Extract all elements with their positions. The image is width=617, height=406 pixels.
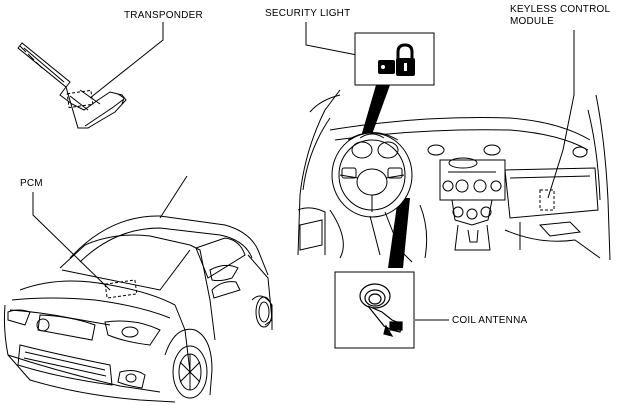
security-light-icon (378, 43, 415, 76)
keyless-control-label-line1: KEYLESS CONTROL (510, 4, 610, 15)
coil-antenna-icon (359, 283, 403, 337)
key-icon (17, 42, 127, 129)
security-light-label: SECURITY LIGHT (265, 8, 350, 19)
security-light-box (354, 32, 435, 86)
transponder-label: TRANSPONDER (124, 10, 203, 21)
transponder-chip (66, 89, 94, 109)
keyless-control-label-line2: MODULE (510, 16, 554, 27)
coil-antenna-pointer (388, 198, 410, 268)
coil-antenna-label: COIL ANTENNA (452, 315, 528, 326)
car-illustration (3, 175, 273, 403)
pcm-label: PCM (20, 178, 43, 189)
instrument-cluster (347, 132, 399, 159)
steering-wheel (331, 132, 413, 218)
pcm-module-marker (104, 279, 138, 299)
leader-lines (32, 22, 575, 321)
steering-column (369, 211, 413, 263)
security-light-pointer (360, 85, 390, 140)
